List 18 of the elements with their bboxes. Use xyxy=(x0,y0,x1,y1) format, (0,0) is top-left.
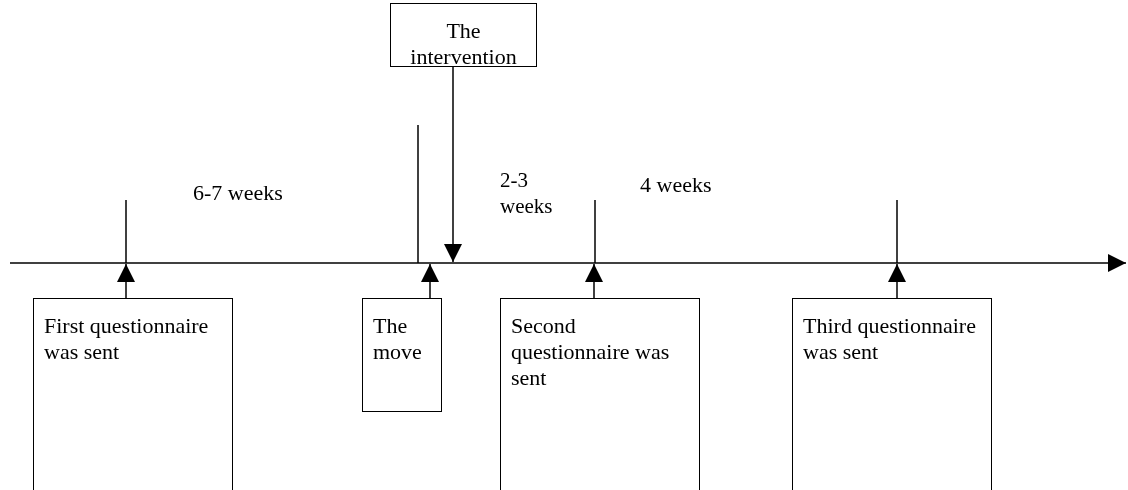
arrow xyxy=(888,263,906,299)
arrow xyxy=(421,263,439,299)
event-box xyxy=(390,3,537,67)
event-box xyxy=(362,298,442,412)
duration-label: 2-3 weeks xyxy=(500,167,554,219)
event-text: The intervention xyxy=(409,18,518,70)
event-box xyxy=(500,298,700,490)
arrow xyxy=(117,263,135,299)
arrow xyxy=(444,66,462,263)
duration-label: 4 weeks xyxy=(640,172,712,198)
arrow xyxy=(585,263,603,299)
event-text: The move xyxy=(373,313,423,365)
event-box xyxy=(792,298,992,490)
event-text: Second questionnaire was sent xyxy=(511,313,671,391)
event-text: Third questionnaire was sent xyxy=(803,313,977,365)
duration-label: 6-7 weeks xyxy=(193,180,283,206)
event-text: First questionnaire was sent xyxy=(44,313,210,365)
event-box xyxy=(33,298,233,490)
